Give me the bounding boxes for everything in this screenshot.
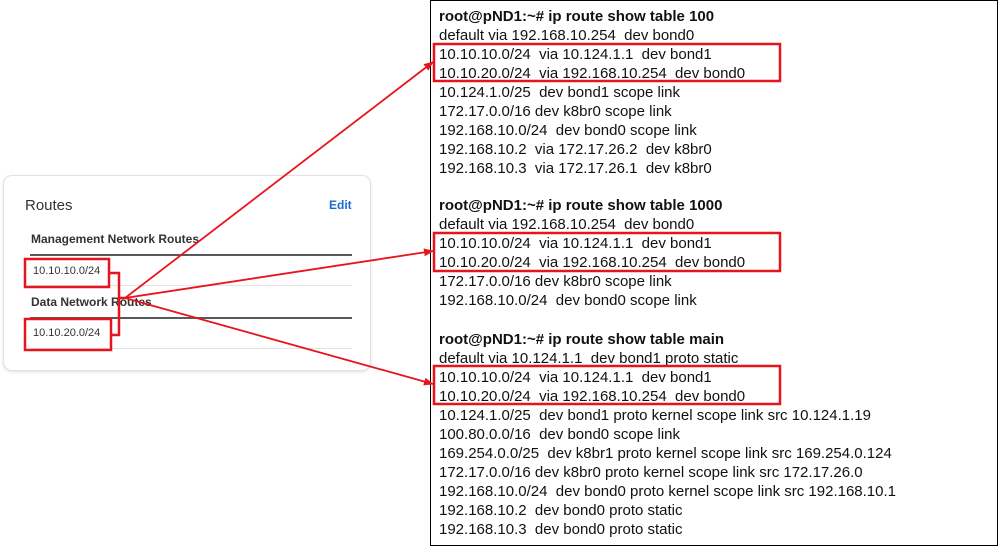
data-route-value: 10.10.20.0/24 (33, 327, 101, 339)
route-line: 100.80.0.0/16 dev bond0 scope link (439, 426, 681, 443)
route-line: default via 10.124.1.1 dev bond1 proto s… (439, 350, 739, 367)
route-line: 192.168.10.3 dev bond0 proto static (439, 521, 683, 538)
route-line: default via 192.168.10.254 dev bond0 (439, 216, 695, 233)
command-line: root@pND1:~# ip route show table 100 (439, 8, 715, 25)
route-line: 172.17.0.0/16 dev k8br0 scope link (439, 103, 672, 120)
route-line: 10.124.1.0/25 dev bond1 proto kernel sco… (439, 407, 871, 424)
route-line: 10.10.20.0/24 via 192.168.10.254 dev bon… (439, 388, 746, 405)
route-line: 192.168.10.3 via 172.17.26.1 dev k8br0 (439, 160, 712, 177)
route-line: 10.10.20.0/24 via 192.168.10.254 dev bon… (439, 65, 746, 82)
route-line: 10.10.20.0/24 via 192.168.10.254 dev bon… (439, 254, 746, 271)
route-line: 192.168.10.0/24 dev bond0 scope link (439, 292, 697, 309)
route-line: 172.17.0.0/16 dev k8br0 proto kernel sco… (439, 464, 863, 481)
route-line: 10.10.10.0/24 via 10.124.1.1 dev bond1 (439, 369, 712, 386)
data-routes-divider (30, 317, 352, 319)
command-line: root@pND1:~# ip route show table 1000 (439, 197, 723, 214)
routes-card: Routes Edit Management Network Routes 10… (3, 175, 371, 371)
route-line: 192.168.10.2 dev bond0 proto static (439, 502, 683, 519)
route-line: 192.168.10.0/24 dev bond0 scope link (439, 122, 697, 139)
data-routes-header: Data Network Routes (31, 295, 152, 309)
route-line: 192.168.10.2 via 172.17.26.2 dev k8br0 (439, 141, 712, 158)
route-line: 10.124.1.0/25 dev bond1 scope link (439, 84, 681, 101)
management-route-value: 10.10.10.0/24 (33, 265, 101, 277)
route-line: 172.17.0.0/16 dev k8br0 scope link (439, 273, 672, 290)
terminal-output-panel: root@pND1:~# ip route show table 100 def… (430, 0, 998, 546)
route-line: default via 192.168.10.254 dev bond0 (439, 27, 695, 44)
route-line: 192.168.10.0/24 dev bond0 proto kernel s… (439, 483, 896, 500)
edit-routes-button[interactable]: Edit (329, 198, 352, 212)
route-line: 10.10.10.0/24 via 10.124.1.1 dev bond1 (439, 235, 712, 252)
routes-card-title: Routes (25, 197, 73, 214)
route-line: 169.254.0.0/25 dev k8br1 proto kernel sc… (439, 445, 892, 462)
route-line: 10.10.10.0/24 via 10.124.1.1 dev bond1 (439, 46, 712, 63)
command-line: root@pND1:~# ip route show table main (439, 331, 725, 348)
row-divider (30, 348, 352, 349)
management-routes-divider (30, 254, 352, 256)
row-divider (30, 285, 352, 286)
management-routes-header: Management Network Routes (31, 232, 200, 246)
